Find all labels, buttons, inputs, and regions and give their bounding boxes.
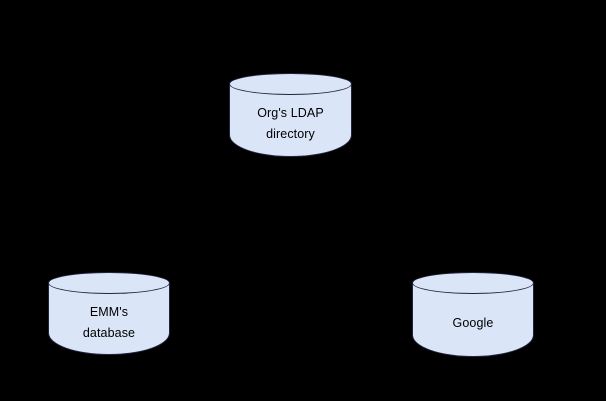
cylinder-body [229, 84, 352, 157]
cylinder-body [48, 283, 170, 355]
cylinder-top-cap [229, 73, 352, 95]
cylinder-top-cap [48, 272, 170, 294]
database-node-google[interactable]: Google [412, 272, 534, 357]
cylinder-body [412, 283, 534, 357]
database-node-ldap[interactable]: Org's LDAP directory [229, 73, 352, 157]
cylinder-top-cap [412, 272, 534, 294]
database-node-emm[interactable]: EMM's database [48, 272, 170, 355]
